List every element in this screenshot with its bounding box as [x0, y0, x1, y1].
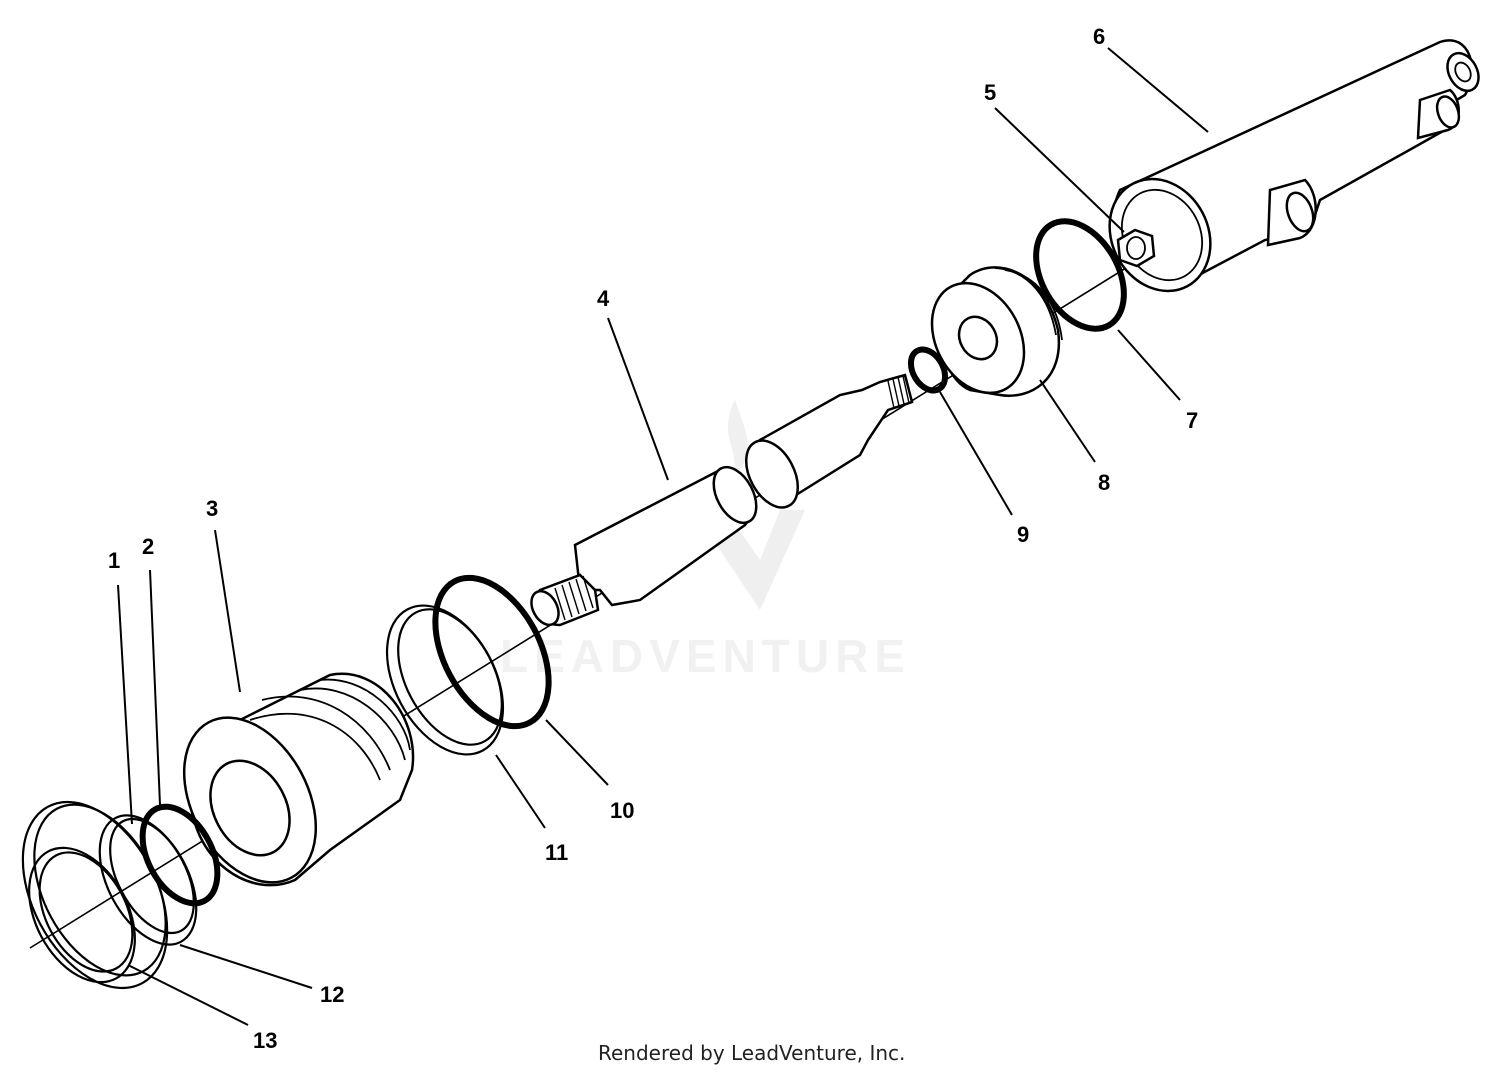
part-9-small-o-ring: [907, 346, 949, 394]
callout-10: 10: [610, 798, 634, 823]
leader-5: [994, 107, 1125, 233]
leader-8: [1039, 379, 1096, 463]
callout-3: 3: [206, 496, 218, 521]
callout-12: 12: [320, 982, 344, 1007]
callout-8: 8: [1098, 470, 1110, 495]
part-8-piston: [930, 266, 1063, 397]
part-10-o-ring: [432, 574, 552, 730]
leader-10: [545, 719, 609, 786]
part-4-piston-rod: [530, 373, 914, 627]
leader-3: [214, 529, 241, 693]
callout-11: 11: [545, 840, 568, 865]
part-6-cylinder-barrel: [1108, 39, 1480, 293]
leader-12: [179, 944, 313, 989]
leader-6: [1107, 47, 1209, 133]
watermark-logo: LEADVENTURE: [500, 400, 911, 682]
leader-1: [117, 584, 133, 825]
part-3-gland: [182, 672, 415, 887]
callout-13: 13: [253, 1028, 277, 1053]
callout-6: 6: [1093, 24, 1105, 49]
callout-5: 5: [984, 80, 996, 105]
part-1-wiper: [21, 800, 169, 990]
footer-credit: Rendered by LeadVenture, Inc.: [598, 1041, 905, 1065]
leader-7: [1117, 329, 1181, 401]
leader-2: [149, 569, 161, 806]
part-13-wiper: [28, 846, 136, 984]
leader-11: [495, 754, 546, 829]
leader-9: [939, 391, 1013, 516]
callout-1: 1: [108, 548, 120, 573]
callout-2: 2: [142, 534, 154, 559]
rod-thread-left: [554, 575, 594, 621]
leader-4: [607, 317, 669, 481]
part-11-backup-ring: [385, 604, 505, 756]
part-5-nut: [1116, 228, 1156, 268]
callout-7: 7: [1186, 408, 1198, 433]
callout-labels: 1 2 3 4 5 6 7 8 9 10 11 12 13: [108, 24, 1198, 1053]
watermark-text: LEADVENTURE: [500, 630, 911, 682]
rod-thread-right: [887, 375, 910, 409]
part-7-o-ring: [1033, 218, 1127, 332]
leader-lines: [117, 47, 1209, 1026]
callout-9: 9: [1017, 522, 1029, 547]
callout-4: 4: [597, 286, 610, 311]
leader-13: [127, 964, 249, 1026]
